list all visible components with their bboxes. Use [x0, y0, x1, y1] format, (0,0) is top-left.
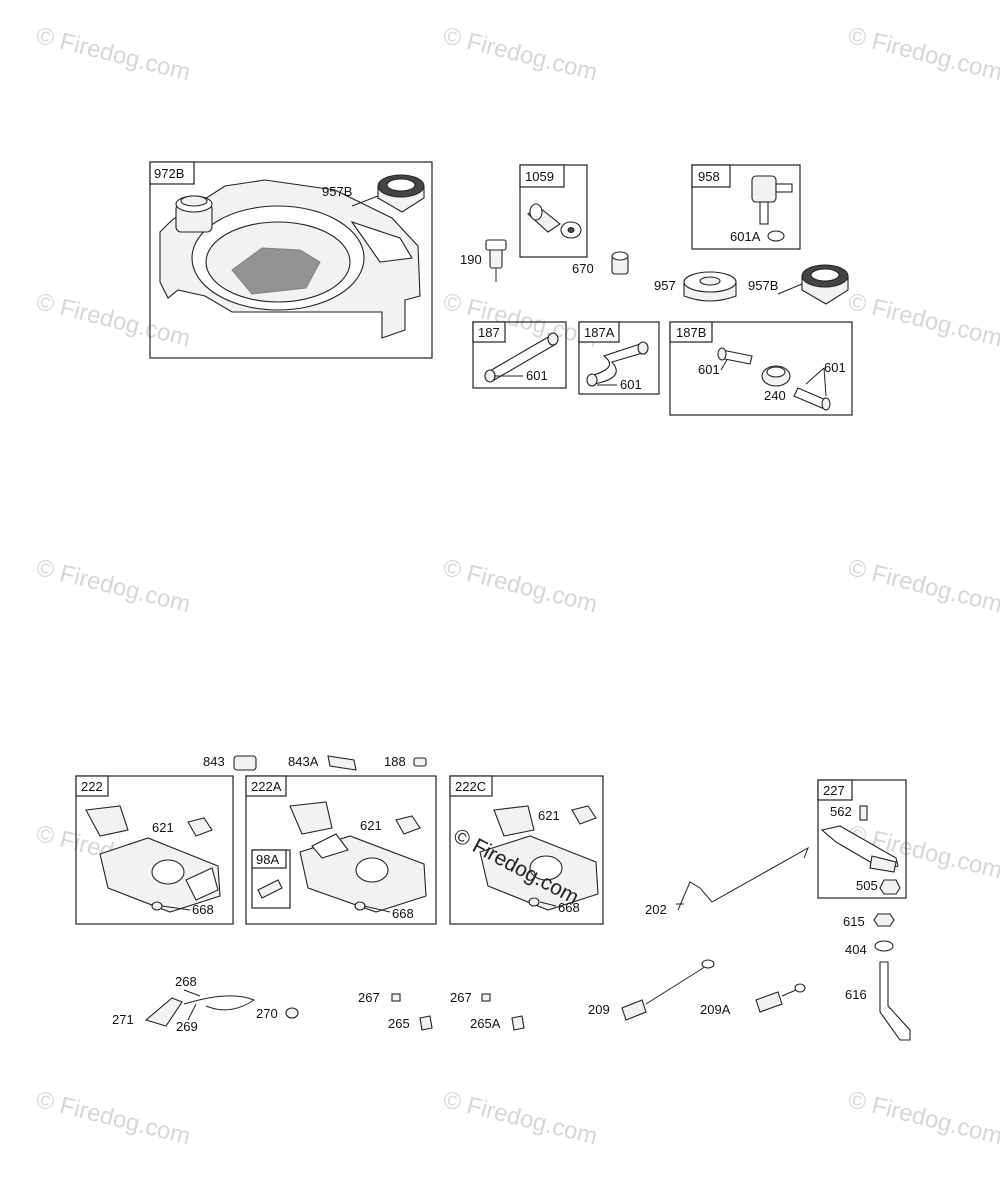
part-label-601A: 601A — [730, 229, 761, 244]
link-202 — [677, 846, 809, 911]
part-270 — [285, 1007, 299, 1019]
part-label-187B: 187B — [676, 325, 706, 340]
clip-265A — [511, 1015, 525, 1031]
part-label-227: 227 — [823, 783, 845, 798]
part-label-209: 209 — [588, 1002, 610, 1017]
fuel-fitting-190 — [485, 239, 507, 282]
nut-615 — [873, 913, 895, 927]
spring-98A — [257, 879, 283, 899]
part-label-957B-2: 957B — [748, 278, 778, 293]
part-label-265A: 265A — [470, 1016, 501, 1031]
part-label-843: 843 — [203, 754, 225, 769]
fuel-tank — [159, 179, 421, 339]
screw-562 — [859, 805, 868, 821]
part-label-269: 269 — [176, 1019, 198, 1034]
part-label-187A: 187A — [584, 325, 615, 340]
part-label-265: 265 — [388, 1016, 410, 1031]
part-label-958: 958 — [698, 169, 720, 184]
part-label-222: 222 — [81, 779, 103, 794]
part-group-972B: 972B 957B — [149, 161, 433, 359]
fuel-fitting — [527, 203, 582, 239]
part-188 — [413, 757, 427, 767]
fuel-cap-ventilated — [351, 174, 425, 213]
governor-spring-209 — [621, 959, 715, 1021]
part-group-187A: 187A 601 — [578, 321, 660, 395]
fuel-shutoff-valve — [751, 175, 793, 242]
shaft-616 — [879, 961, 911, 1041]
part-label-616: 616 — [845, 987, 867, 1002]
cable-268 — [183, 995, 256, 1011]
part-label-957: 957 — [654, 278, 676, 293]
part-group-187B: 187B 601 240 601 — [669, 321, 853, 416]
part-label-621: 621 — [152, 820, 174, 835]
fuel-cap-ventilated-2 — [777, 264, 849, 305]
fuel-filter — [761, 365, 791, 387]
part-label-668-b: 668 — [392, 906, 414, 921]
part-label-601: 601 — [526, 368, 548, 383]
control-bracket — [85, 805, 221, 913]
part-label-601-b: 601 — [620, 377, 642, 392]
part-label-562: 562 — [830, 804, 852, 819]
part-label-271: 271 — [112, 1012, 134, 1027]
bushing-670 — [611, 251, 629, 275]
part-label-270: 270 — [256, 1006, 278, 1021]
part-label-222A: 222A — [251, 779, 282, 794]
part-label-240: 240 — [764, 388, 786, 403]
part-label-222C: 222C — [455, 779, 486, 794]
part-group-222: 222 621 668 — [75, 775, 234, 925]
part-label-268: 268 — [175, 974, 197, 989]
nut-505 — [879, 879, 901, 895]
screw-267-b — [481, 993, 491, 1002]
control-bracket-c — [479, 805, 599, 911]
fuel-cap — [683, 271, 737, 302]
part-label-209A: 209A — [700, 1002, 731, 1017]
part-group-1059: 1059 — [519, 164, 588, 258]
part-label-267-b: 267 — [450, 990, 472, 1005]
part-label-98A: 98A — [256, 852, 279, 867]
part-label-404: 404 — [845, 942, 867, 957]
part-843 — [233, 755, 257, 771]
part-label-843A: 843A — [288, 754, 319, 769]
part-843A — [327, 755, 357, 771]
part-label-1059: 1059 — [525, 169, 554, 184]
part-label-601-d: 601 — [824, 360, 846, 375]
part-group-222C: 222C 621 668 ©Firedog.com — [449, 775, 604, 925]
part-group-187: 187 601 — [472, 321, 567, 389]
part-label-190: 190 — [460, 252, 482, 267]
part-label-187: 187 — [478, 325, 500, 340]
part-label-668-c: 668 — [558, 900, 580, 915]
governor-spring-209A — [755, 983, 806, 1013]
part-label-188: 188 — [384, 754, 406, 769]
part-label-972B: 972B — [154, 166, 184, 181]
part-label-202: 202 — [645, 902, 667, 917]
part-group-222A: 222A 621 98A 668 — [245, 775, 437, 925]
screw-267 — [391, 993, 401, 1002]
part-group-958: 958 601A — [691, 164, 801, 250]
clip-265 — [419, 1015, 433, 1031]
part-group-227: 227 562 505 — [817, 779, 907, 899]
part-label-621-c: 621 — [538, 808, 560, 823]
part-label-957B: 957B — [322, 184, 352, 199]
part-label-601-c: 601 — [698, 362, 720, 377]
part-label-267: 267 — [358, 990, 380, 1005]
part-label-615: 615 — [843, 914, 865, 929]
part-label-668: 668 — [192, 902, 214, 917]
part-label-621-b: 621 — [360, 818, 382, 833]
part-label-670: 670 — [572, 261, 594, 276]
lever-271 — [144, 997, 183, 1027]
part-label-505: 505 — [856, 878, 878, 893]
washer-404 — [874, 940, 894, 952]
